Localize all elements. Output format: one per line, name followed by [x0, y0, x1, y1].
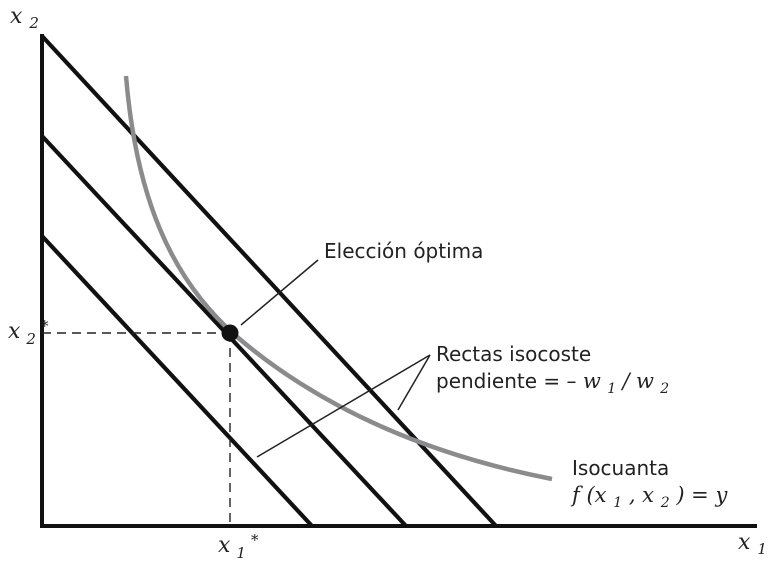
isocost-label-line2: pendiente = – w 1 / w 2 [436, 369, 669, 398]
isocost-label-line1: Rectas isocoste [436, 342, 591, 366]
isocost-slope-w2: w [636, 369, 654, 393]
isocost-pointer-lower [256, 354, 431, 458]
isoquant-function-open: (x [586, 483, 606, 507]
optimal-choice-pointer [240, 259, 319, 326]
x-axis-label-subscript: 1 [757, 540, 767, 558]
isoquant-curve [123, 75, 553, 482]
isoquant-function-x2-subscript: 2 [660, 495, 670, 511]
x1-star-label-superscript: * [251, 531, 259, 549]
isoquant-function-f: f [570, 483, 583, 507]
x-axis-label-base: x [738, 530, 751, 555]
isocost-slope-slash: / [621, 369, 632, 393]
optimal-choice-label: Elección óptima [324, 239, 483, 263]
x1-star-label: x 1 * [218, 531, 259, 564]
x1-star-label-subscript: 1 [236, 544, 246, 562]
x2-star-label: x 2 * [8, 317, 49, 350]
y-axis-label-subscript: 2 [28, 14, 39, 32]
isocost-slope-w1-subscript: 1 [607, 381, 616, 397]
isocost-slope-w1: w [583, 369, 601, 393]
isocost-slope-prefix: pendiente = – [436, 369, 583, 393]
isoquant-function-close: ) = y [675, 483, 728, 507]
x2-star-label-subscript: 2 [25, 330, 36, 348]
isocost-pointer-upper [397, 354, 431, 411]
isocost-slope-w2-subscript: 2 [659, 381, 669, 397]
x-axis-label: x 1 [738, 530, 767, 558]
optimal-point-marker [221, 324, 239, 342]
x2-star-label-superscript: * [41, 317, 49, 335]
isoquant-function-comma: , x [629, 483, 654, 507]
isoquant-function-label: f (x 1 , x 2 ) = y [570, 483, 728, 512]
x1-star-label-base: x [218, 533, 231, 558]
isocost-line-high [40, 34, 498, 528]
y-axis-label: x 2 [10, 4, 39, 32]
x2-star-label-base: x [8, 319, 21, 344]
isoquant-function-x1-subscript: 1 [613, 495, 622, 511]
isoquant-title-label: Isocuanta [572, 456, 669, 480]
y-axis-label-base: x [10, 4, 23, 29]
isocost-line-low [40, 234, 314, 528]
